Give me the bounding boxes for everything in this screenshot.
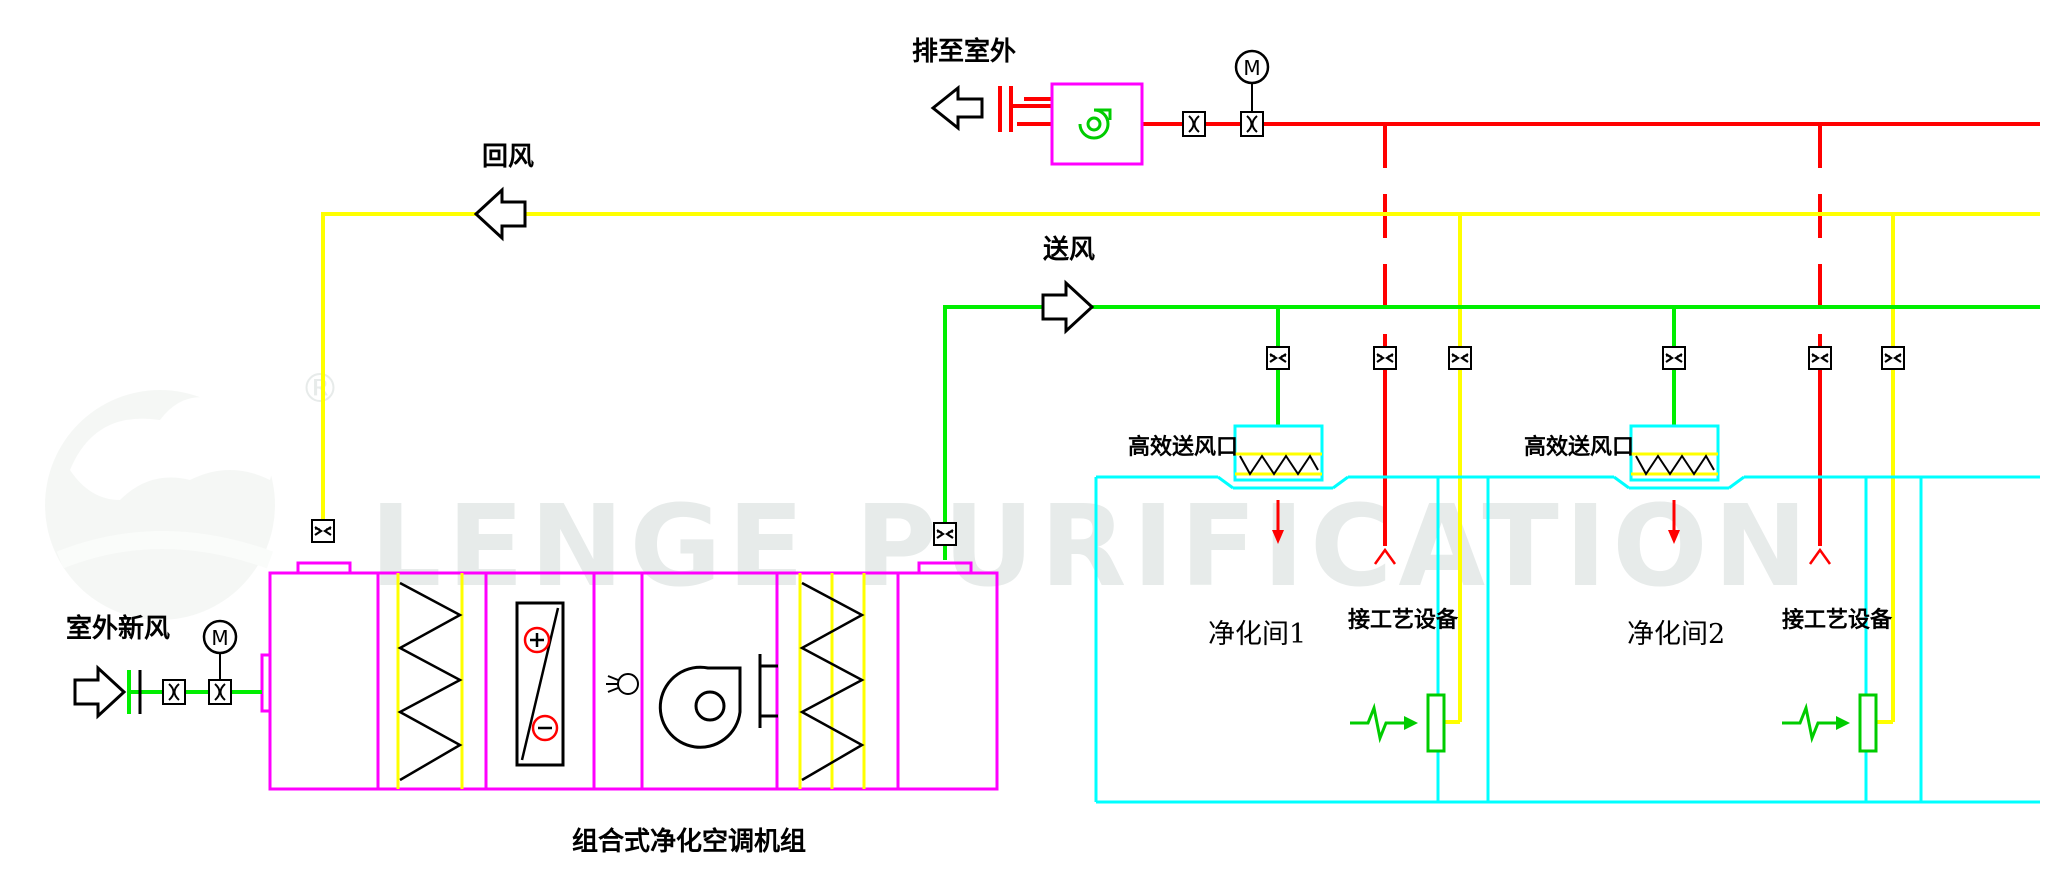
supply-damper-2-icon	[1661, 345, 1687, 371]
fresh-air-outdoor-label: 室外新风	[66, 613, 170, 644]
return-grille-2	[1782, 693, 1878, 753]
exhaust-damper-2-icon	[1807, 345, 1833, 371]
return-air-arrow-icon	[473, 186, 527, 242]
cleanrooms	[1094, 475, 2040, 804]
process-equipment-2-label: 接工艺设备	[1782, 607, 1893, 633]
exhaust-fan	[1050, 82, 1144, 166]
fan-icon	[1078, 108, 1112, 140]
hepa-outlet-1-label: 高效送风口	[1128, 434, 1238, 460]
hepa-outlet-2: 高效送风口	[1524, 424, 1745, 544]
watermark-text: LENGE PURIFICATION	[370, 482, 1813, 612]
ahu-title-label: 组合式净化空调机组	[572, 826, 806, 857]
fresh-air-damper-icon	[162, 679, 186, 705]
exhaust-damper-icon	[1182, 111, 1206, 137]
fresh-air-motor-label: M	[211, 626, 228, 650]
pre-filter	[396, 573, 464, 789]
registered-mark: ®	[300, 366, 340, 412]
humidifier-icon	[606, 673, 639, 695]
hepa-outlet-1: 高效送风口	[1128, 424, 1349, 544]
motor-label: M	[1243, 56, 1260, 80]
supply-fan-icon	[658, 654, 778, 749]
return-ahu-damper-icon	[310, 518, 336, 544]
cleanroom-1-label: 净化间1	[1208, 619, 1306, 650]
supply-damper-1-icon	[1265, 345, 1291, 371]
process-arrows	[1373, 547, 1832, 565]
hepa-outlet-2-label: 高效送风口	[1524, 434, 1634, 460]
return-damper-2-icon	[1880, 345, 1906, 371]
heating-cooling-coil	[515, 601, 565, 767]
motor-icon	[1234, 49, 1270, 85]
supply-air-arrow-icon	[1041, 279, 1095, 335]
fresh-air-motor-icon	[202, 619, 238, 655]
cleanroom-2-label: 净化间2	[1627, 619, 1725, 650]
exhaust-arrow-icon	[930, 84, 984, 132]
return-grille-1	[1350, 693, 1446, 753]
exhaust-duct-system: M 排至室外	[912, 36, 2040, 546]
fresh-air-motor-damper-icon	[208, 679, 232, 705]
return-air-label: 回风	[482, 142, 534, 172]
air-handling-unit: 组合式净化空调机组	[260, 561, 999, 857]
exhaust-outdoor-label: 排至室外	[912, 36, 1016, 67]
process-equipment-1-label: 接工艺设备	[1348, 607, 1459, 633]
medium-filter	[798, 573, 866, 789]
exhaust-motor-damper-icon	[1240, 111, 1264, 137]
supply-air-label: 送风	[1043, 235, 1095, 265]
logo-icon	[45, 390, 275, 620]
return-duct-system: 回风	[321, 142, 2040, 724]
exhaust-damper-1-icon	[1372, 345, 1398, 371]
return-damper-1-icon	[1447, 345, 1473, 371]
supply-ahu-damper-icon	[932, 521, 958, 547]
fresh-air-inlet: M 室外新风	[66, 613, 262, 720]
watermark: ® LENGE PURIFICATION	[45, 366, 1813, 620]
fresh-air-arrow-icon	[73, 664, 127, 720]
